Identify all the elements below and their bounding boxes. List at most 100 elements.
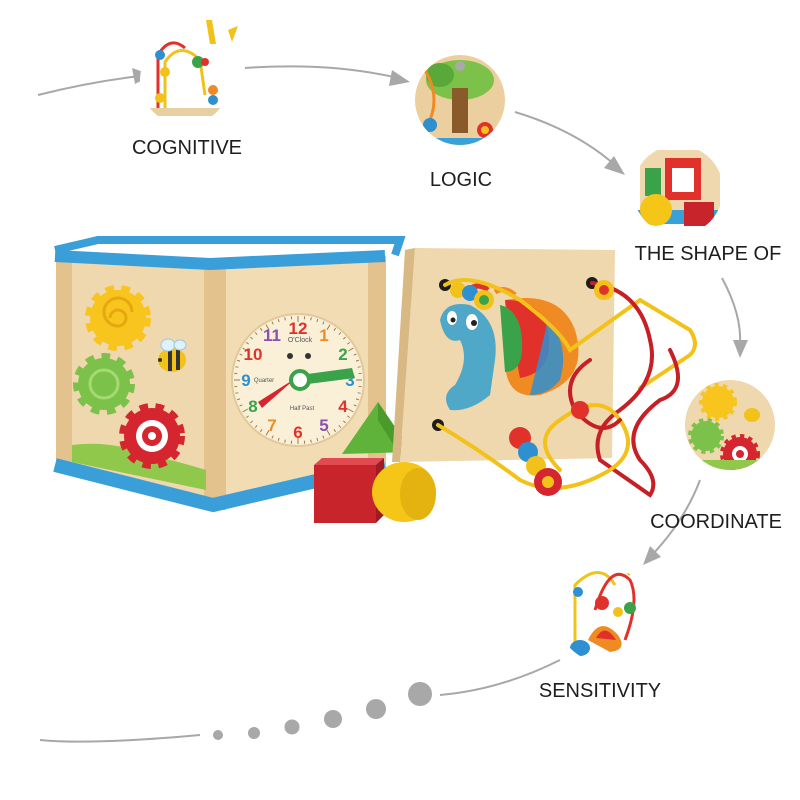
clock-tick [245,415,249,419]
path-segment-6 [439,659,561,696]
sparkle-icon [206,20,238,44]
label-shape: THE SHAPE OF [635,243,782,265]
clock-tick [242,347,249,352]
bead-maze-board [392,248,697,498]
clock-number: 10 [244,345,263,364]
clock-number: 11 [263,326,281,345]
path-segment-2 [244,65,399,79]
clock-tick [239,353,243,356]
clock-number: 12 [289,319,308,338]
clock-tick [347,341,351,345]
clock-tick [235,366,239,368]
cube-top-frame [54,250,386,270]
arrow-head-3 [604,156,625,175]
clock-tick [322,435,325,439]
cube-corner-post [204,266,226,510]
flow-path [37,65,748,743]
thumb-shape [633,145,723,235]
clock-tick [239,404,243,407]
gear-red [119,403,185,469]
label-coordinate: COORDINATE [650,511,782,533]
clock-tick [316,318,319,323]
clock-tick [333,327,337,331]
shape-blocks [314,402,436,523]
clock-tick [355,398,360,401]
arrow-head-5 [643,546,661,565]
clock-tick [245,341,249,345]
gear-yellow [85,285,151,351]
clock-tick [236,398,241,401]
clock-tick [322,321,325,325]
clock-number: 4 [338,397,348,416]
clock-tick [277,318,280,323]
bee-icon [158,338,187,372]
clock-tick [250,336,254,340]
path-segment-4 [721,277,742,346]
clock-tick [353,353,357,356]
clock-number: 5 [319,416,328,435]
clock-text-top: O'Clock [288,337,313,344]
clock-number: 2 [338,345,347,364]
clock-tick [271,435,274,439]
clock-tick [277,437,280,442]
clock-tick [236,359,241,362]
clock-number: 9 [241,371,250,390]
maze-beads[interactable] [450,280,614,496]
clock-text-left: Quarter [254,378,274,384]
cube-back-frame [54,236,406,257]
clock-tick [353,404,357,407]
clock-tick [284,317,286,321]
snail-illustration [440,283,579,411]
clock-tick [338,424,342,428]
clock-tick [316,437,319,442]
label-cognitive: COGNITIVE [132,137,242,159]
arrow-head-2 [389,70,410,86]
clock-tick [326,429,331,436]
clock-tick [333,429,337,433]
label-logic: LOGIC [430,169,492,191]
clock-tick [265,324,270,331]
clock-tick [310,439,312,443]
clock-tick [259,327,263,331]
clock-text-bottom: Half Past [290,406,315,412]
clock-tick [347,408,354,413]
clock-number: 1 [319,326,328,345]
progress-dots [213,682,432,740]
clock-minute-hand[interactable] [300,368,355,385]
label-sensitivity: SENSITIVITY [539,680,661,702]
clock-number: 7 [267,416,276,435]
clock-hour-hand[interactable] [258,378,296,408]
clock-number: 3 [345,371,354,390]
gear-green [73,353,135,415]
clock-tick [338,332,342,336]
clock-tick [250,420,254,424]
clock-tick [271,321,274,325]
clock-tick [254,332,258,336]
clock-tick [357,366,361,368]
thumb-coordinate [685,380,775,470]
clock-tick [259,429,263,433]
clock-tick [310,317,312,321]
clock-number: 6 [293,423,302,442]
clock-tick [342,420,346,424]
path-segment-7 [39,734,201,743]
clock-tick [357,392,361,394]
square-block[interactable] [314,465,376,523]
path-segment-5 [651,479,701,556]
thumb-logic [415,55,505,145]
clock-tick [235,392,239,394]
path-segment-1 [37,75,141,96]
clock-tick [347,347,354,352]
clock-tick [326,324,331,331]
clock-tick [342,336,346,340]
thumb-cognitive [140,35,230,125]
clock-tick [347,415,351,419]
arrow-head-4 [733,340,748,358]
thumb-sensitivity [557,567,653,663]
clock-tick [254,424,258,428]
clock-number: 8 [248,397,257,416]
path-segment-3 [514,111,616,166]
